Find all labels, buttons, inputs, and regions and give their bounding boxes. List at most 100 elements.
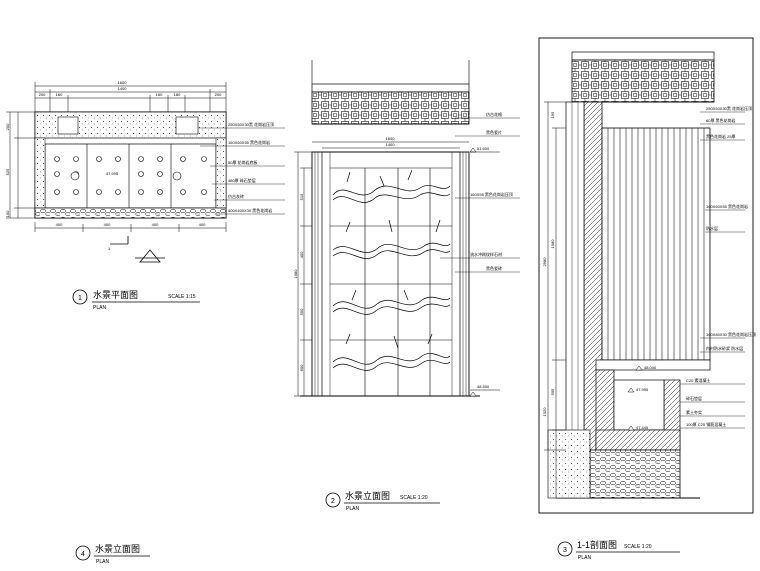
plan-title-sub: PLAN: [93, 305, 106, 311]
plan-pool-grid: [44, 143, 217, 209]
section-dim-left-d: 1320: [542, 407, 547, 417]
elev-wall-frame: [311, 151, 470, 397]
plan-dimensions-top: [34, 82, 227, 112]
section-view: 48.000 47.995 47.445 195 1980 2980 505 1…: [538, 37, 756, 561]
section-level-1: 48.000: [644, 365, 657, 370]
plan-dim-total: 1600: [118, 80, 128, 85]
elevation-view: 1600 1400: [293, 60, 520, 512]
plan-scale: SCALE 1:15: [168, 294, 196, 300]
elev-note-5: 黑色瓷砖: [486, 265, 502, 271]
plan-pump-box-left: [57, 116, 79, 135]
elev-note-3: 160X55 黑色花岗岩压顶: [470, 191, 513, 197]
plan-note-4: 480厚 碎石垫层: [228, 177, 256, 183]
elev-water-pattern: [332, 169, 451, 371]
elev-note-4: 流水冲刷纹样石材: [470, 251, 502, 257]
elev-note-1: 仿古花格: [486, 111, 502, 117]
plan-dim-bottom-b: 400: [104, 222, 111, 227]
section-note-8: C20 素混凝土: [686, 377, 710, 383]
plan-section-number: 1: [108, 246, 111, 251]
elev-dimensions-left: [294, 151, 312, 397]
plan-dim-inner: 1400: [118, 86, 128, 91]
section-note-2: 60厚 黑色花岗岩: [706, 117, 736, 123]
section-dimensions-left: [544, 101, 566, 498]
elev-dim-outer: 1600: [386, 136, 396, 141]
section-leaders: [680, 111, 745, 429]
section-dim-left-b: 1980: [550, 239, 555, 249]
section-note-1: 250X50X30黑 花岗岩压顶: [706, 105, 752, 111]
section-top-cap: [571, 51, 715, 61]
section-note-10: 素土夯实: [686, 409, 702, 415]
section-title-number: 3: [563, 547, 567, 554]
elev-top-cap: [311, 83, 470, 93]
section-dim-left-total: 2980: [542, 257, 547, 267]
section-dim-left-c: 505: [550, 388, 555, 395]
section-scale: SCALE 1:20: [624, 544, 652, 550]
section-slats: [607, 128, 705, 360]
plan-dim-bottom-c: 400: [152, 222, 159, 227]
elev-level-top: 51.600: [477, 146, 490, 151]
plan-dim-bottom-d: 400: [199, 222, 206, 227]
plan-leaders: [198, 127, 285, 215]
section-lattice-band: [571, 59, 715, 103]
plan-note-3: 50厚 花岗岩底板: [228, 159, 258, 165]
detail-title-number: 4: [81, 551, 85, 558]
section-note-6: 160X80X30 黑色花岗岩压顶: [706, 331, 756, 337]
section-dim-left-a: 195: [550, 111, 555, 118]
section-basin-lip: [595, 359, 711, 371]
elev-leaders: [440, 117, 520, 273]
section-fill-soil: [547, 429, 591, 499]
plan-view: 1600 1400 200 160 160 180 200: [5, 80, 285, 311]
elev-note-2: 黑色瓷片: [486, 129, 502, 135]
section-gravel-bed: [589, 449, 681, 499]
elev-title-sub: PLAN: [346, 506, 359, 512]
elev-title: 水景立面图: [345, 490, 390, 501]
plan-dim-a: 200: [39, 92, 46, 97]
elev-dim-inner: 1400: [386, 142, 396, 147]
elev-dim-left-d: 600: [299, 364, 304, 371]
section-sheet-frame: [538, 37, 754, 514]
section-level-2: 47.995: [636, 387, 649, 392]
plan-dim-left-c: 100: [5, 210, 10, 217]
plan-title: 水景平面图: [93, 289, 138, 300]
detail-view: 4 水景立面图 PLAN: [75, 543, 150, 565]
detail-title: 水景立面图: [95, 543, 140, 554]
elev-dim-left-a: 515: [299, 193, 304, 200]
plan-section-marker: [110, 236, 165, 263]
plan-dimensions-left: [6, 111, 35, 219]
elev-title-circle: [325, 492, 341, 508]
elev-dim-left-c: 550: [299, 308, 304, 315]
elev-level-bottom: 48.500: [477, 384, 490, 389]
plan-gravel-strip: [34, 207, 227, 219]
plan-note-6: 400X400X30 黑色花岗岩: [228, 207, 272, 213]
section-note-11: 100厚 C25 钢筋混凝土: [686, 421, 726, 427]
elev-side-columns: [314, 152, 467, 396]
section-title-circle: [557, 541, 573, 557]
elev-title-number: 2: [331, 498, 335, 505]
plan-dim-d: 180: [174, 92, 181, 97]
plan-pump-box-right: [175, 116, 199, 135]
section-note-4: 160X60X55 黑色花岗岩: [706, 203, 748, 209]
section-level-3: 47.445: [636, 425, 649, 430]
plan-dim-left-b: 525: [5, 168, 10, 175]
plan-dim-bottom-a: 400: [56, 222, 63, 227]
plan-dim-c: 160: [156, 92, 163, 97]
elev-dimensions-top: [312, 141, 469, 149]
section-basin-water: [613, 379, 665, 431]
plan-title-circle: [72, 289, 88, 305]
elev-dim-left-b: 400: [299, 251, 304, 258]
plan-dimensions-bottom: [34, 222, 227, 232]
section-title: 1-1剖面图: [577, 539, 617, 550]
plan-level-label: 47.995: [106, 171, 119, 176]
plan-dim-b: 160: [56, 92, 63, 97]
plan-title-number: 1: [78, 295, 82, 302]
plan-wall-left: [34, 137, 46, 209]
detail-title-sub: PLAN: [96, 559, 109, 565]
section-note-7: 内衬防水砂浆 防水层: [706, 345, 743, 351]
section-basin-slab: [595, 429, 681, 451]
detail-title-circle: [75, 545, 91, 561]
plan-note-5: 仿古灰砖: [228, 193, 244, 199]
section-level-marks: [627, 365, 643, 431]
plan-dim-e: 200: [215, 92, 222, 97]
plan-note-1: 250X50X30黑 花岗岩压顶: [228, 121, 274, 127]
plan-wall-right: [215, 137, 227, 209]
